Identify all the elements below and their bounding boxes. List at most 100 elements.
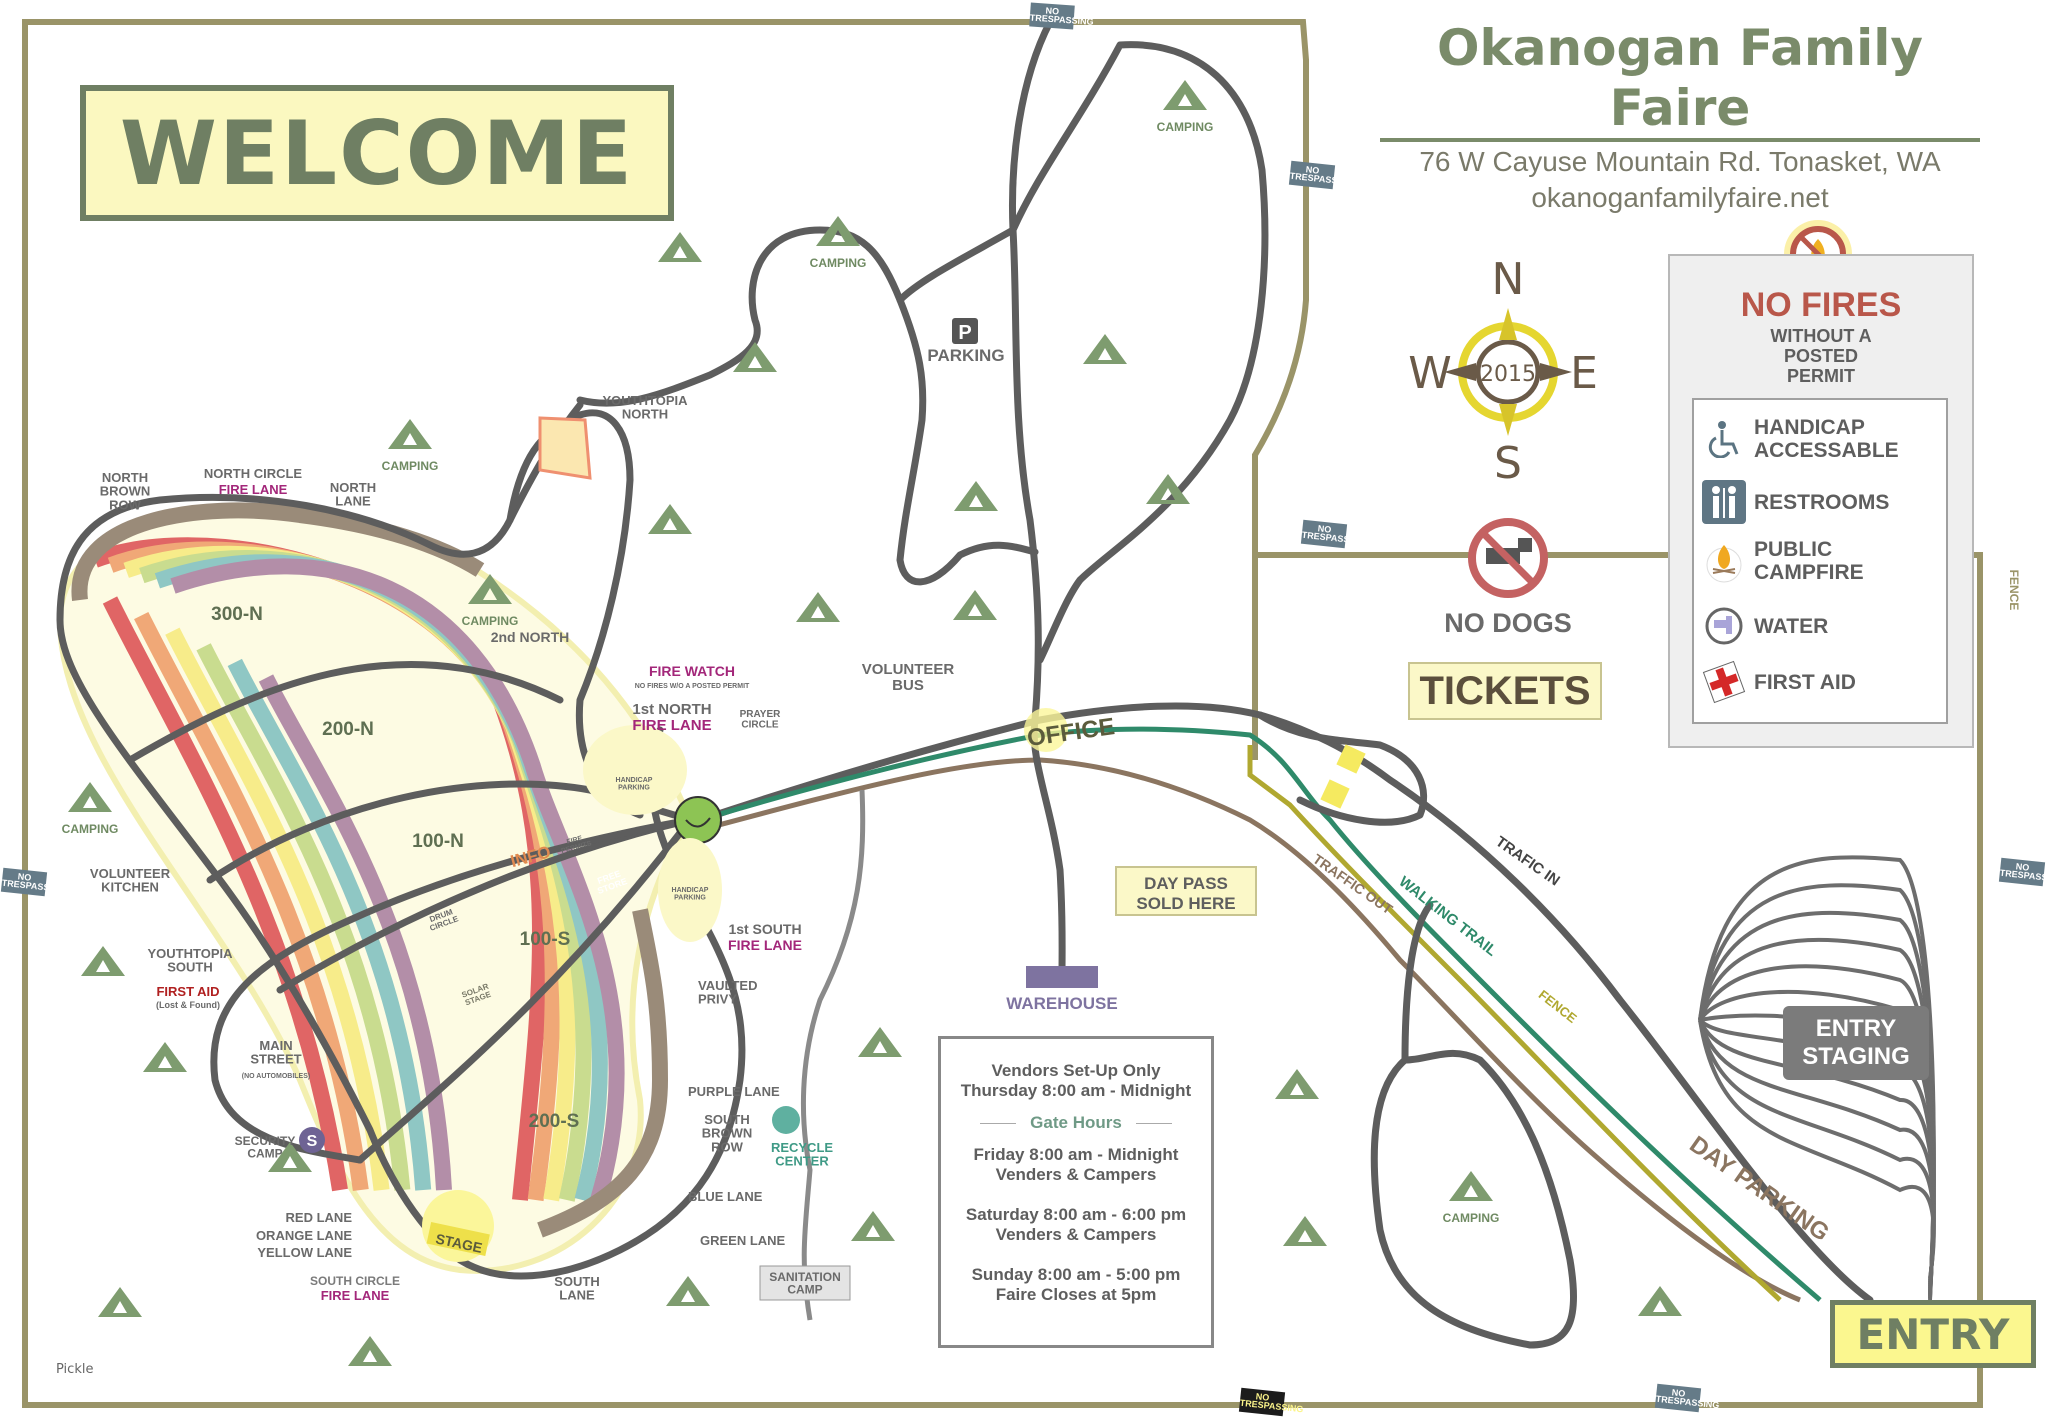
legend-label: ACCESSABLE [1754, 439, 1899, 462]
red-lane-label: RED LANE [286, 1210, 353, 1225]
road-parking-loop [576, 226, 1017, 407]
first-south-fire-lane: FIRE LANE [728, 937, 802, 953]
parking-label: PARKING [927, 346, 1004, 365]
camping-label: CAMPING [1443, 1211, 1500, 1225]
faire-title: Okanogan Family Faire [1380, 18, 1980, 142]
handicap-parking-south [658, 838, 722, 942]
camping-tent-icon [796, 592, 840, 622]
road-first-south [276, 816, 694, 994]
north-circle-fire-lane: FIRE LANE [219, 482, 288, 497]
faire-header: Okanogan Family Faire 76 W Cayuse Mounta… [1380, 18, 1980, 214]
faire-website[interactable]: okanoganfamilyfaire.net [1531, 182, 1829, 213]
faire-address: 76 W Cayuse Mountain Rd. Tonasket, WA [1419, 146, 1941, 177]
first-north-label: 1st NORTH [632, 701, 711, 718]
hours-note: Venders & Campers [995, 1225, 1157, 1244]
first-aid-icon [1702, 660, 1746, 704]
camping-tent-icon [858, 1027, 902, 1057]
compass-w: W [1408, 348, 1452, 399]
road-warehouse [1030, 716, 1066, 979]
fence-label: FENCE [1536, 987, 1580, 1026]
camping-label: CAMPING [462, 614, 519, 628]
entry-sign: ENTRY [1830, 1300, 2036, 1368]
zone-300n: 300-N [211, 604, 263, 625]
camping-tent-icon [1163, 80, 1207, 110]
camping-tent-icon [658, 232, 702, 262]
recycle-center-icon [772, 1106, 800, 1134]
yellow-lane-label: YELLOW LANE [257, 1245, 352, 1260]
camping-tent-icon [816, 216, 860, 246]
gate-hours-title: Gate Hours [941, 1113, 1211, 1133]
south-circle-label: SOUTH CIRCLE [310, 1274, 400, 1288]
gate-hours-label: Gate Hours [1030, 1113, 1122, 1132]
camping-lane [134, 612, 369, 1192]
north-brown-row-label: BROWN [100, 484, 151, 499]
day-pass-line: SOLD HERE [1136, 894, 1236, 913]
east-fence-label: FENCE [2007, 570, 2021, 611]
compass-year: 2015 [1480, 362, 1536, 387]
first-aid-label: FIRST AID [156, 984, 219, 999]
road-main-entry [696, 702, 1874, 1304]
parking-sign-icon [952, 318, 978, 344]
legend-item-restrooms: RESTROOMS [1694, 480, 1946, 524]
tickets-callout: TICKETS [1408, 662, 1602, 720]
sanitation-camp-label: CAMP [787, 1283, 822, 1297]
zone-200n: 200-N [322, 719, 374, 740]
smiley-hub-icon [674, 796, 722, 844]
setup-title: Vendors Set-Up Only [991, 1061, 1161, 1080]
handicap-parking-label: PARKING [674, 894, 706, 901]
south-lane-label: LANE [559, 1288, 595, 1303]
south-brown-row-label: BROWN [702, 1126, 753, 1141]
youthtopia-south-label: SOUTH [167, 960, 213, 975]
security-camp-label: SECURITY [235, 1134, 296, 1148]
camping-tent-icon [468, 574, 512, 604]
no-fires-sub-line: PERMIT [1786, 366, 1855, 386]
no-fires-sub-line: POSTED [1783, 346, 1858, 366]
main-street-label: MAIN [259, 1038, 292, 1053]
legend-label: FIRST AID [1754, 670, 1856, 694]
camping-lane [227, 658, 432, 1191]
road-sanitation [800, 789, 866, 1321]
legend-label: WATER [1754, 614, 1829, 638]
day-pass-callout: DAY PASS SOLD HERE [1115, 866, 1257, 916]
south-brown-row [537, 908, 669, 1238]
legend-label: PUBLIC [1754, 538, 1833, 561]
legend-label: RESTROOMS [1754, 490, 1890, 514]
security-badge-icon [299, 1127, 325, 1153]
north-circle-label: NORTH CIRCLE [204, 466, 303, 481]
setup-time: Thursday 8:00 am - Midnight [960, 1081, 1192, 1100]
camping-tent-icon [851, 1211, 895, 1241]
no-fires-subtitle: WITHOUT A POSTED PERMIT [1670, 326, 1972, 386]
entry-staging-label: ENTRY STAGING [1783, 1006, 1929, 1080]
camping-tent-icon [268, 1142, 312, 1172]
no-dogs-label: NO DOGS [1444, 608, 1572, 638]
handicap-parking-label: HANDICAP [672, 887, 709, 894]
handicap-parking-north [583, 725, 687, 815]
camping-label: CAMPING [810, 256, 867, 270]
fire-watch-label: FIRE WATCH [649, 663, 735, 679]
camping-tent-icon [1638, 1286, 1682, 1316]
campfire-icon [1706, 545, 1742, 583]
camping-tent-icon [1146, 474, 1190, 504]
hours-time: Sunday 8:00 am - 5:00 pm [971, 1265, 1181, 1284]
no-fires-sub-line: WITHOUT A [1770, 326, 1872, 346]
compass-n: N [1492, 254, 1525, 305]
hours-note: Faire Closes at 5pm [995, 1285, 1157, 1304]
traffic-in-label: TRAFIC IN [1492, 833, 1563, 889]
camping-tent-icon [68, 782, 112, 812]
road-east-camping-loop [1370, 901, 1578, 1349]
legend-label: HANDICAP [1754, 416, 1865, 439]
camping-tent-icon [1283, 1216, 1327, 1246]
legend-item-first-aid: FIRST AID [1694, 660, 1946, 704]
